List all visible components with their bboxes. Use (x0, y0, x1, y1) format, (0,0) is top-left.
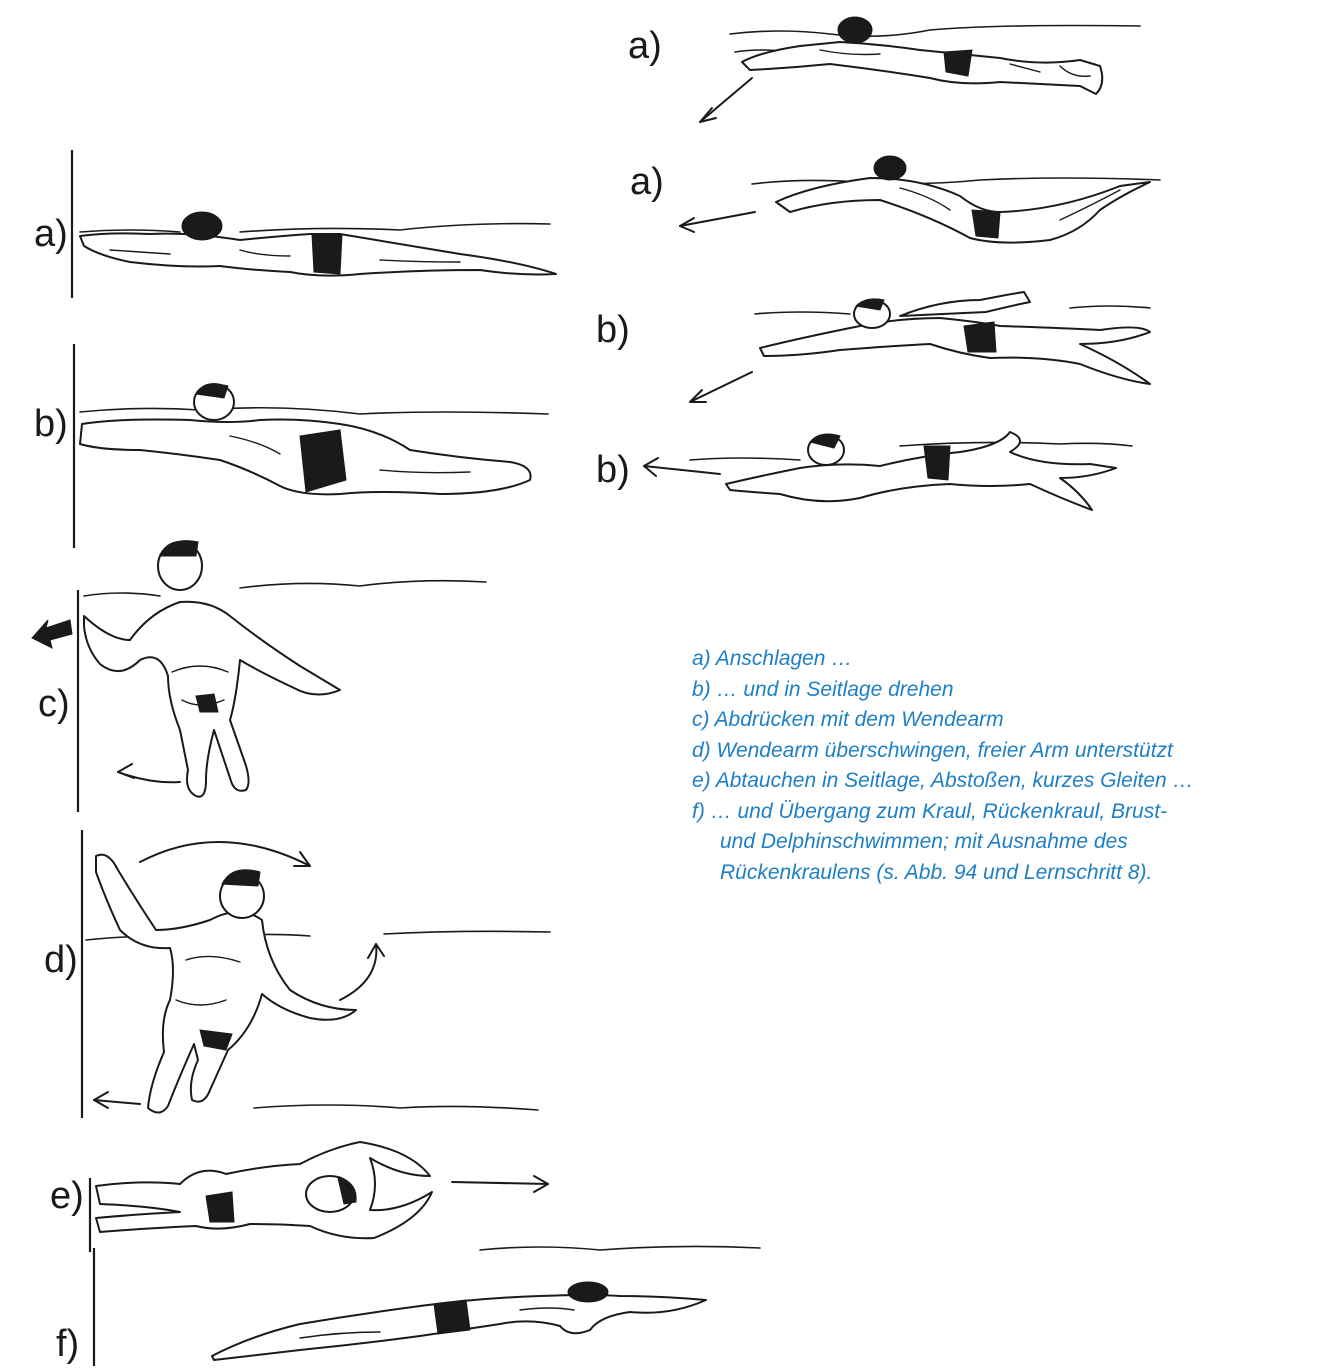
caption-line-a: a) Anschlagen … (692, 644, 1312, 675)
left-figure-c: c) (32, 541, 486, 812)
label-left-f: f) (56, 1323, 79, 1365)
caption-line-e: e) Abtauchen in Seitlage, Abstoßen, kurz… (692, 766, 1312, 797)
push-arrow-icon (32, 620, 72, 648)
left-figure-f: f) (56, 1246, 760, 1366)
right-figure-a2: a) (630, 156, 1160, 243)
left-figure-e: e) (50, 1142, 548, 1252)
right-figure-b2: b) (596, 432, 1132, 510)
left-figure-b: b) (34, 344, 548, 548)
caption-line-b: b) … und in Seitlage drehen (692, 675, 1312, 706)
label-right-a1: a) (628, 25, 662, 67)
label-right-b2: b) (596, 449, 630, 491)
figure-caption: a) Anschlagen … b) … und in Seitlage dre… (692, 644, 1312, 888)
label-left-e: e) (50, 1175, 84, 1217)
right-figure-a1: a) (628, 17, 1140, 122)
label-left-b: b) (34, 403, 68, 445)
label-left-a: a) (34, 213, 68, 255)
caption-line-f3: Rückenkraulens (s. Abb. 94 und Lernschri… (692, 858, 1312, 889)
label-left-c: c) (38, 683, 70, 725)
label-right-b1: b) (596, 309, 630, 351)
label-left-d: d) (44, 939, 78, 981)
caption-line-c: c) Abdrücken mit dem Wendearm (692, 705, 1312, 736)
label-right-a2: a) (630, 161, 664, 203)
left-figure-d: d) (44, 830, 550, 1118)
right-figure-b1: b) (596, 292, 1150, 402)
caption-line-d: d) Wendearm überschwingen, freier Arm un… (692, 736, 1312, 767)
caption-line-f1: f) … und Übergang zum Kraul, Rückenkraul… (692, 797, 1312, 828)
left-figure-a: a) (34, 150, 556, 298)
caption-line-f2: und Delphinschwimmen; mit Ausnahme des (692, 827, 1312, 858)
